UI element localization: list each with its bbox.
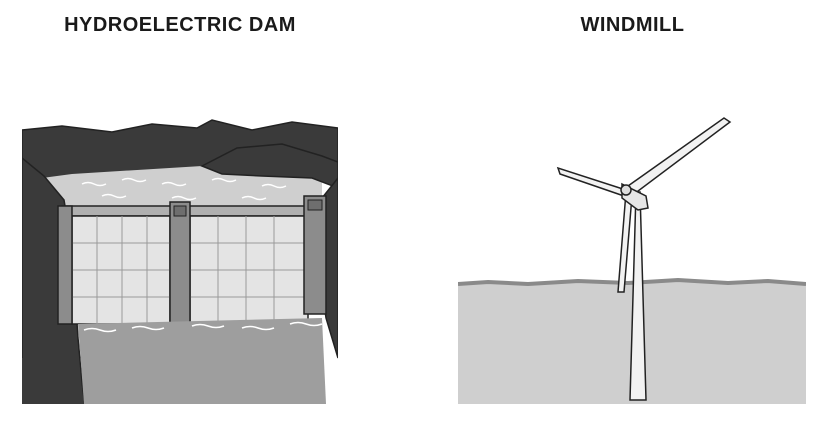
windmill-svg [458,117,806,404]
dam-wall-grid [72,216,308,324]
dam-crest [61,205,323,217]
dam-title: HYDROELECTRIC DAM [64,14,296,36]
turbine-tower [629,191,647,401]
reservoir-ripples [81,177,287,201]
reservoir-water [42,166,322,214]
turbine-blade-upper [626,117,732,196]
dam-pillar-right [303,195,327,315]
dam-illustration [22,118,338,404]
outflow-ripples [83,321,323,333]
turbine-blade-lower [617,190,633,293]
turbine-hub [620,184,632,196]
windmill-title: WINDMILL [580,14,685,36]
dam-pillar-left [57,205,73,325]
wind-turbine-illustration [458,112,806,404]
dam-svg [22,118,338,404]
dam-pillar-center [169,201,191,325]
right-hill [200,143,338,189]
outflow-water [78,318,326,404]
ground-horizon [458,277,806,287]
turbine-blade-left [556,166,627,197]
